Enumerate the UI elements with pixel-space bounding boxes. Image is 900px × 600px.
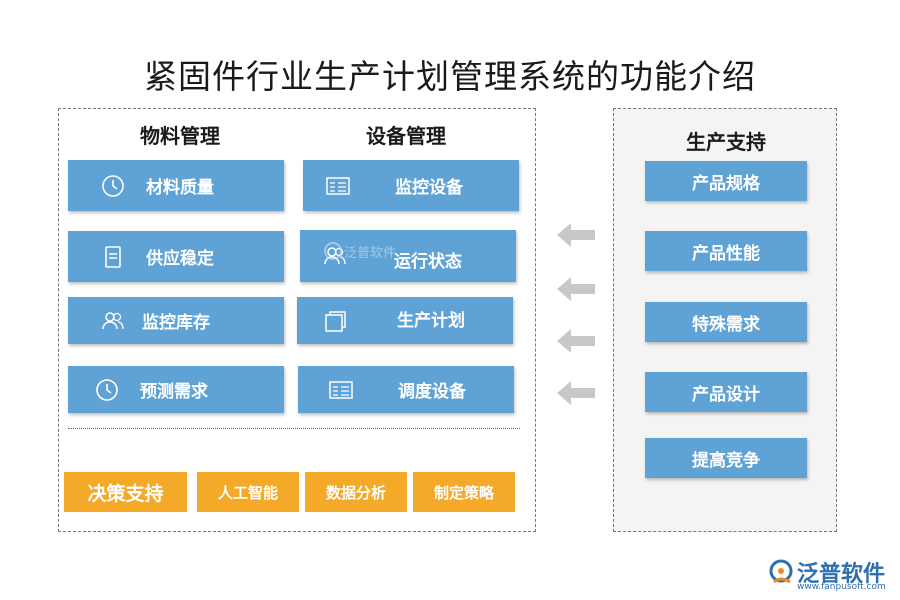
- production-item-spec: 产品规格: [645, 161, 807, 201]
- equipment-item-status: 运行状态: [300, 230, 516, 282]
- production-item-special: 特殊需求: [645, 302, 807, 342]
- clock-icon: [102, 174, 124, 197]
- material-item-quality: 材料质量: [68, 160, 284, 211]
- material-item-supply: 供应稳定: [68, 231, 284, 282]
- decision-item-strategy: 制定策略: [413, 472, 515, 512]
- production-item-performance: 产品性能: [645, 231, 807, 271]
- arrow-left-icon: [557, 329, 595, 353]
- production-heading: 生产支持: [686, 130, 766, 154]
- arrow-left-icon: [557, 381, 595, 405]
- material-item-label: 材料质量: [146, 178, 214, 198]
- brand-name: 泛普软件: [797, 562, 886, 587]
- production-item-competitive: 提高竞争: [645, 438, 807, 478]
- brand-url: www.fanpusoft.com: [797, 582, 886, 592]
- equipment-item-label: 监控设备: [395, 178, 463, 198]
- equipment-heading: 设备管理: [366, 124, 446, 148]
- material-item-label: 供应稳定: [146, 249, 214, 269]
- production-item-design: 产品设计: [645, 372, 807, 412]
- watermark-logo-icon: [324, 242, 342, 260]
- material-item-label: 监控库存: [142, 313, 210, 333]
- watermark-text: 泛普软件: [344, 245, 397, 261]
- stack-icon: [325, 310, 346, 332]
- divider: [68, 428, 520, 429]
- watermark: 泛普软件: [322, 240, 396, 262]
- equipment-item-label: 调度设备: [398, 382, 466, 402]
- equipment-item-label: 运行状态: [394, 251, 462, 272]
- brand-logo: 泛普软件 www.fanpusoft.com: [768, 556, 898, 596]
- document-icon: [105, 245, 121, 268]
- brand-logo-icon: [769, 559, 793, 584]
- material-heading: 物料管理: [140, 124, 220, 148]
- users-icon: [102, 311, 124, 329]
- material-item-label: 预测需求: [140, 382, 208, 402]
- arrow-left-icon: [557, 277, 595, 301]
- clock-icon: [96, 378, 118, 401]
- equipment-item-monitor: 监控设备: [303, 160, 519, 211]
- server-icon: [329, 380, 353, 399]
- decision-item-ai: 人工智能: [197, 472, 299, 512]
- decision-heading-box: 决策支持: [64, 472, 187, 512]
- equipment-item-plan: 生产计划: [297, 297, 513, 344]
- server-icon: [326, 176, 350, 195]
- material-item-forecast: 预测需求: [68, 366, 284, 413]
- material-item-inventory: 监控库存: [68, 297, 284, 344]
- page-title: 紧固件行业生产计划管理系统的功能介绍: [144, 57, 756, 96]
- arrow-left-icon: [557, 223, 595, 247]
- decision-item-data: 数据分析: [305, 472, 407, 512]
- equipment-item-label: 生产计划: [397, 311, 465, 331]
- equipment-item-dispatch: 调度设备: [298, 366, 514, 413]
